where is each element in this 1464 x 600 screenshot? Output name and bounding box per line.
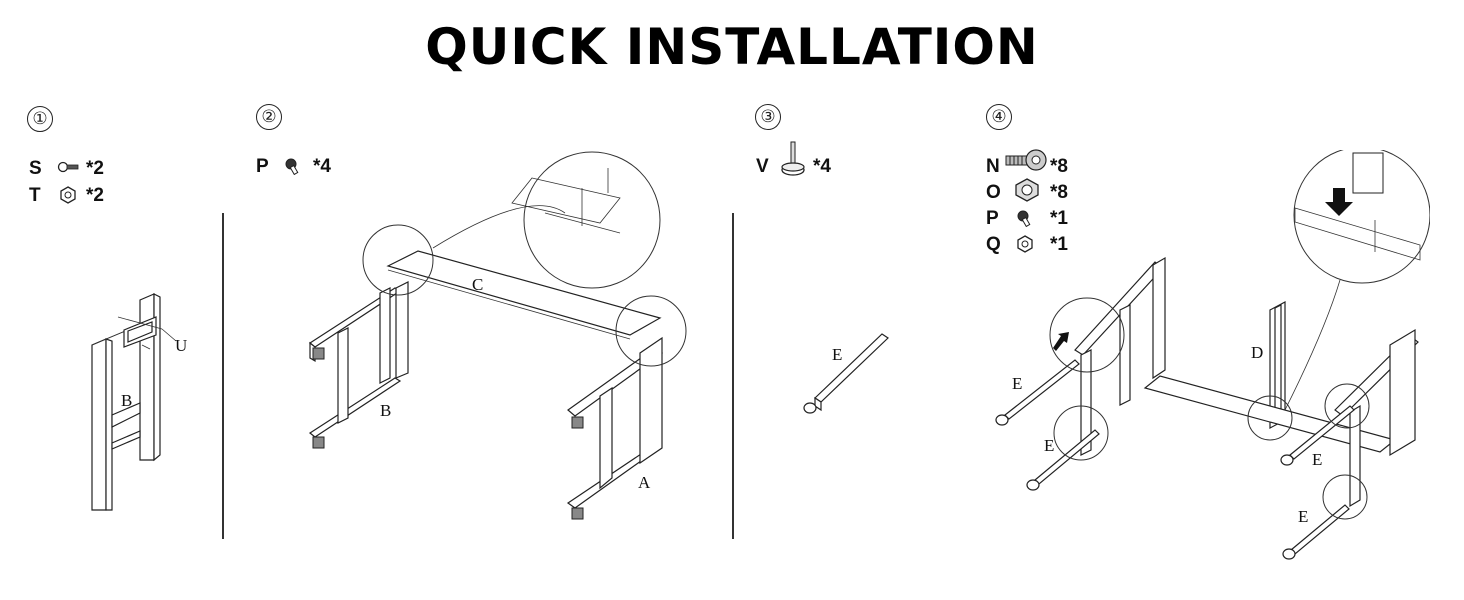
zoom-leader-line — [432, 205, 566, 249]
zoom-detail-circle — [523, 151, 661, 289]
step-1-drawing: U B — [91, 293, 187, 511]
step-2-drawing: B C A — [308, 151, 687, 520]
part-row-o: O *8 — [986, 178, 1126, 206]
label-e-3: E — [1312, 450, 1322, 469]
bolt-icon — [1002, 146, 1048, 180]
page-title: QUICK INSTALLATION — [425, 18, 1039, 76]
label-e-2: E — [1044, 436, 1054, 455]
divider-2 — [732, 213, 734, 539]
part-letter: T — [29, 185, 41, 206]
legs-e — [995, 359, 1355, 560]
step-2-number: ② — [256, 104, 282, 130]
detail-callout-left — [362, 224, 434, 296]
zoom-detail-content — [1294, 152, 1421, 261]
part-row-s: S *2 — [29, 156, 169, 183]
detail-callout-top-left — [1049, 297, 1125, 373]
part-qty: *2 — [86, 185, 104, 206]
bracket-u — [117, 316, 177, 350]
step-1-number: ① — [27, 106, 53, 132]
right-frame-a: A — [566, 336, 664, 520]
step-3-parts-list: V *4 — [756, 141, 896, 181]
part-letter: Q — [986, 234, 1001, 255]
part-letter: P — [256, 156, 269, 177]
step-3-number: ③ — [755, 104, 781, 130]
part-row-p: P *4 — [256, 154, 396, 181]
label-b: B — [121, 391, 132, 410]
part-row-p: P *1 — [986, 206, 1126, 232]
detail-callout-leg-right — [1322, 474, 1368, 520]
screw-icon — [284, 157, 304, 179]
label-a: A — [638, 473, 651, 492]
part-letter: O — [986, 182, 1001, 203]
detail-callout-right — [615, 295, 687, 367]
left-end-frame — [1074, 256, 1166, 456]
label-b: B — [380, 401, 391, 420]
part-row-q: Q *1 — [986, 232, 1126, 258]
leveling-foot-icon — [780, 140, 806, 184]
part-qty: *1 — [1050, 208, 1068, 229]
nut-icon — [1016, 235, 1034, 257]
part-row-n: N *8 — [986, 149, 1126, 180]
part-row-v: V *4 — [756, 141, 896, 181]
part-letter: S — [29, 158, 42, 179]
step-4-parts-list: N *8 O *8 P *1 Q *1 — [986, 149, 1126, 258]
detail-callout-right — [1324, 383, 1370, 429]
zoom-detail-circle — [1293, 150, 1430, 284]
label-e-1: E — [1012, 374, 1022, 393]
label-u: U — [175, 336, 187, 355]
insert-arrow-icon — [1053, 332, 1069, 351]
part-letter: N — [986, 156, 1000, 177]
part-qty: *4 — [313, 156, 331, 177]
detail-callout-center — [1247, 395, 1293, 441]
screw-icon — [57, 159, 81, 179]
zoom-detail-content — [511, 168, 621, 234]
step-4-number: ④ — [986, 104, 1012, 130]
divider-1 — [222, 213, 224, 539]
part-qty: *1 — [1050, 234, 1068, 255]
part-letter: P — [986, 208, 999, 229]
zoom-leader-line — [1284, 279, 1341, 411]
leg-e — [803, 333, 889, 414]
step-4-drawing: D E E E E — [995, 150, 1430, 560]
part-letter: V — [756, 156, 769, 177]
hex-nut-icon — [1014, 178, 1040, 206]
part-qty: *4 — [813, 156, 831, 177]
step-2-parts-list: P *4 — [256, 154, 396, 181]
right-end-frame — [1334, 328, 1419, 508]
top-rail-c: C — [386, 250, 662, 340]
part-qty: *8 — [1050, 182, 1068, 203]
nut-icon — [59, 186, 77, 208]
label-d: D — [1251, 343, 1263, 362]
part-qty: *8 — [1050, 156, 1068, 177]
detail-callout-leg-left — [1053, 405, 1109, 461]
step-3-drawing: E — [803, 333, 889, 414]
label-e: E — [832, 345, 842, 364]
screw-icon — [1016, 209, 1036, 231]
down-arrow-icon — [1325, 188, 1353, 216]
step-1-parts-list: S *2 T *2 — [29, 156, 169, 210]
label-e-4: E — [1298, 507, 1308, 526]
part-qty: *2 — [86, 158, 104, 179]
left-frame-b: B — [308, 281, 409, 449]
label-c: C — [472, 275, 483, 294]
part-row-t: T *2 — [29, 183, 169, 210]
